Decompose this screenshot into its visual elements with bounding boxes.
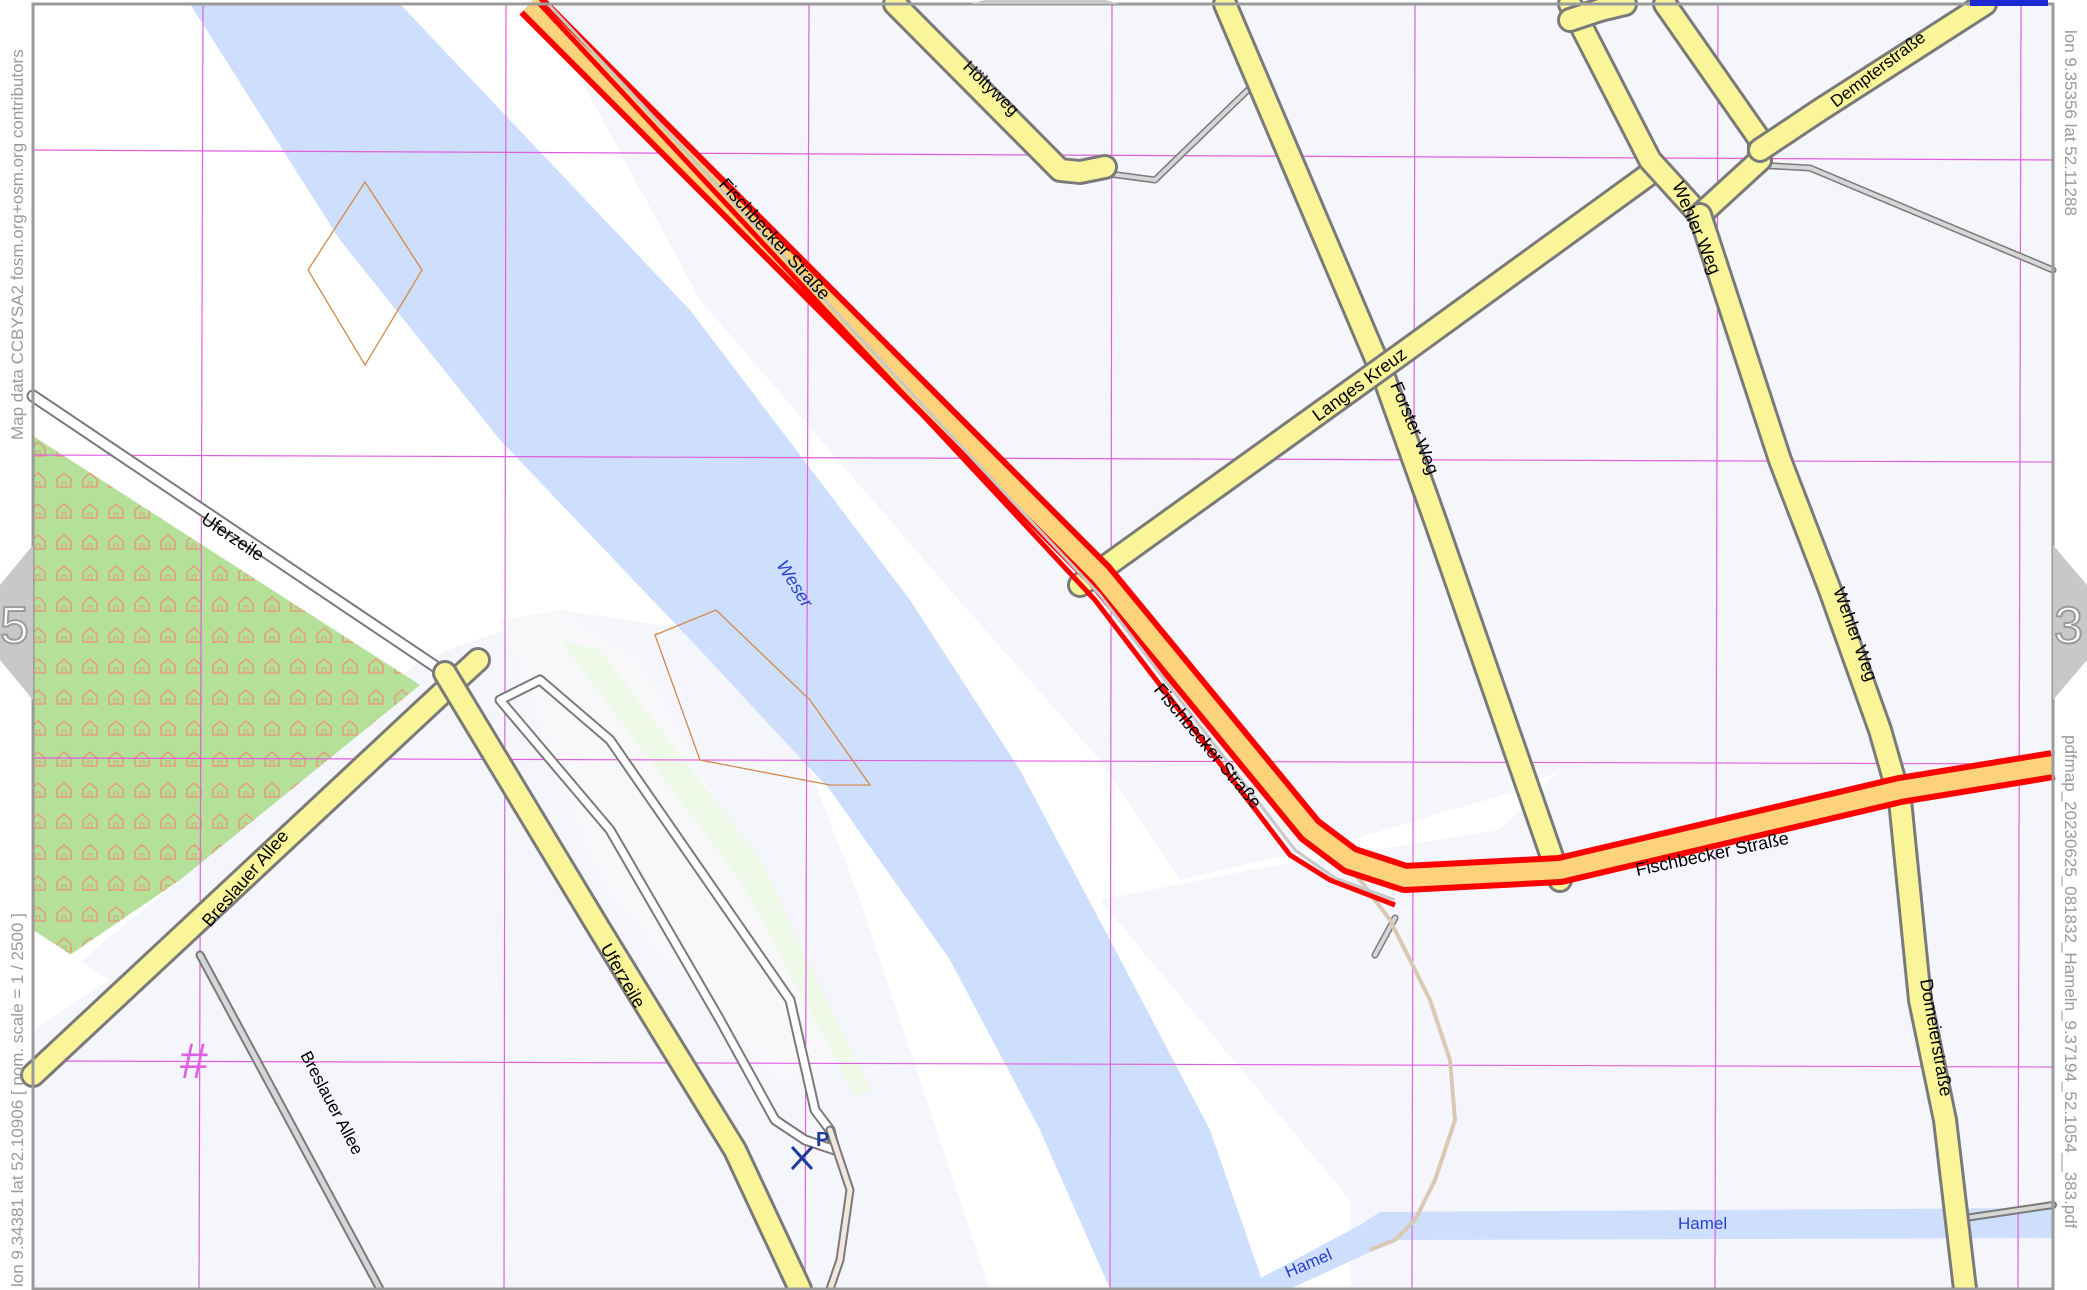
plot-outline-2 [654,609,872,786]
nav-tab-left[interactable] [0,545,33,700]
margin-filename: pdfmap_20230625_081832_Hameln_9.37194_52… [2061,735,2080,1229]
margin-attribution: Map data CCBYSA2 fosm.org+osm.org contri… [8,49,27,440]
park-edge-white [33,930,110,1030]
river-weser [190,4,1265,1289]
corner-marker [1970,0,2048,6]
nav-tab-right[interactable] [2053,545,2087,700]
parking-icon: P [816,1129,829,1151]
page-number-right[interactable]: 3 [2053,597,2084,655]
grid-lines [32,3,2054,1290]
primary-road-fischbecker [519,0,2056,908]
secondary-roads [20,0,1998,1290]
hash-marker: # [180,1033,208,1089]
label-hamel-2: Hamel [1678,1214,1727,1233]
river-hamel [1240,1208,2053,1289]
plot-outline-1 [307,180,423,367]
park-pattern [33,436,420,980]
footpath [1298,818,1458,1252]
margin-coords-ne: lon 9.35356 lat 52.11288 [2061,30,2080,216]
green-strip [560,640,870,1095]
margin-coords-sw: lon 9.34381 lat 52.10906 [ nom. scale = … [8,913,27,1287]
nav-tab-top[interactable] [970,0,1120,4]
page-number-left[interactable]: 5 [0,597,30,655]
residential-area-ne [540,4,2053,1289]
restaurant-icon [790,1145,814,1171]
residential-area-sw [33,610,990,1289]
